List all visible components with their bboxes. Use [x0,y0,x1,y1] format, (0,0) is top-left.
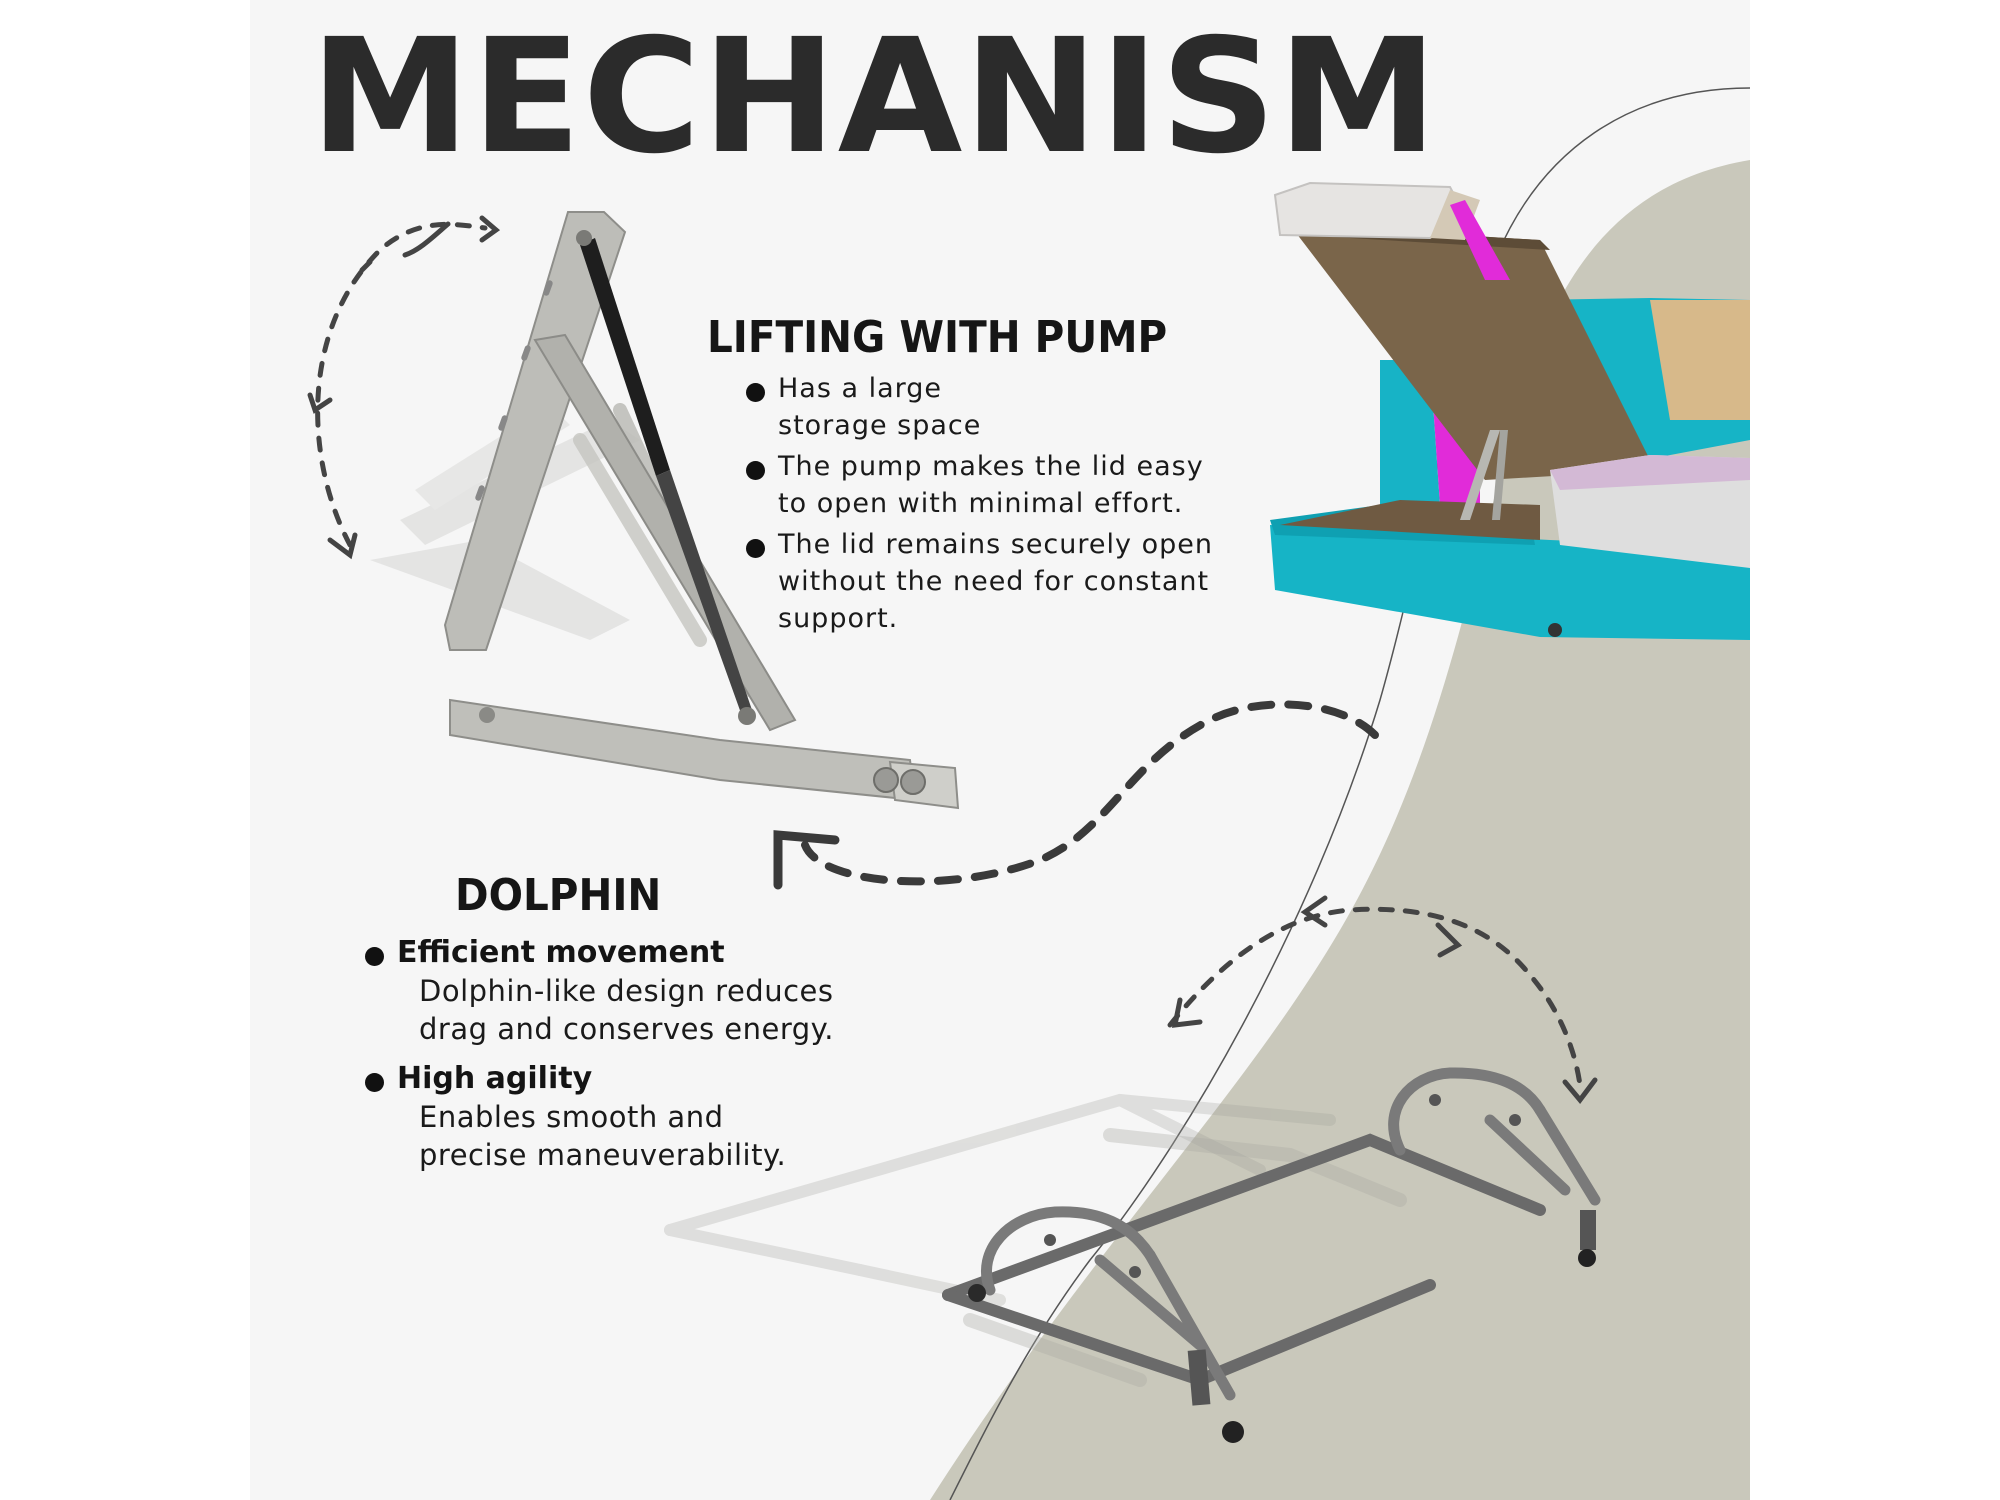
list-item: Efficient movement Dolphin-like design r… [363,934,923,1048]
connector-arrow [773,700,1379,890]
gas-lift-hinge-illustration [370,211,960,810]
outline-curve [949,87,1750,1500]
bullet-text: Has a large storage space [778,373,982,441]
page-title: MECHANISM [310,5,1439,189]
feature-description: Dolphin-like design reduces drag and con… [419,974,834,1046]
hinge-motion-arrow [307,215,501,560]
sofa-illustration [1270,181,1750,640]
bullet-text: The lid remains securely open without th… [778,529,1213,634]
feature-description: Enables smooth and precise maneuverabili… [419,1100,787,1172]
bullet-text: The pump makes the lid easy to open with… [778,451,1204,519]
dolphin-frame-illustration [664,1067,1601,1443]
dolphin-features-list: Efficient movement Dolphin-like design r… [363,934,923,1186]
list-item: High agility Enables smooth and precise … [363,1060,923,1174]
dolphin-heading: DOLPHIN [455,870,662,921]
lifting-heading: LIFTING WITH PUMP [707,312,1168,363]
list-item: The pump makes the lid easy to open with… [744,448,1264,522]
list-item: The lid remains securely open without th… [744,526,1264,637]
feature-title: High agility [397,1061,593,1096]
feature-title: Efficient movement [397,935,725,970]
dolphin-motion-arrow [1167,895,1598,1105]
list-item: Has a large storage space [744,370,1264,444]
illustration-canvas [307,87,1750,1500]
lifting-benefits-list: Has a large storage space The pump makes… [744,370,1264,641]
mechanism-poster: MECHANISM LIFTING WITH PUMP Has a large … [250,0,1750,1500]
